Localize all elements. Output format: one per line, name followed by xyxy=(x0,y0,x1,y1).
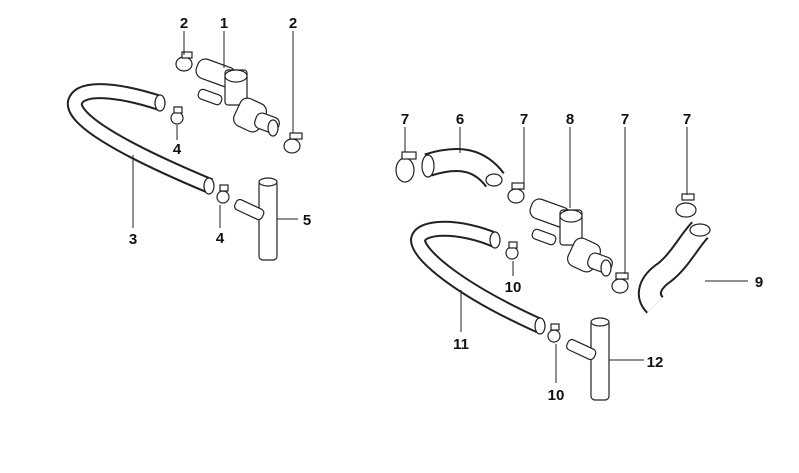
label-11: 11 xyxy=(453,336,469,353)
label-7: 7 xyxy=(401,111,409,128)
hose-6 xyxy=(421,148,505,188)
clamp-7-d xyxy=(675,193,697,218)
clamp-2-left xyxy=(175,51,193,72)
hose-3 xyxy=(66,83,215,195)
hose-11 xyxy=(410,220,546,335)
clamp-10-upper xyxy=(505,241,519,260)
clamp-2-right xyxy=(283,132,303,154)
label-7: 7 xyxy=(621,111,629,128)
label-2: 2 xyxy=(289,15,297,32)
label-6: 6 xyxy=(456,111,464,128)
tee-12 xyxy=(566,317,610,401)
label-5: 5 xyxy=(303,212,311,229)
label-7: 7 xyxy=(520,111,528,128)
label-2: 2 xyxy=(180,15,188,32)
clamp-10-lower xyxy=(547,323,561,343)
label-1: 1 xyxy=(220,15,228,32)
label-10: 10 xyxy=(548,387,565,404)
clamp-7-c xyxy=(611,272,629,294)
clamp-7-a xyxy=(395,151,417,183)
label-4: 4 xyxy=(173,141,182,158)
label-7: 7 xyxy=(683,111,691,128)
label-9: 9 xyxy=(755,274,763,291)
clamp-4-lower xyxy=(216,184,230,204)
hose-9 xyxy=(637,221,711,314)
label-4: 4 xyxy=(216,230,225,247)
tee-5 xyxy=(234,177,278,261)
label-12: 12 xyxy=(647,354,664,371)
label-10: 10 xyxy=(505,279,522,296)
valve-1 xyxy=(195,58,280,137)
label-8: 8 xyxy=(566,111,574,128)
clamp-4-upper xyxy=(170,106,184,125)
label-3: 3 xyxy=(129,231,137,248)
clamp-7-b xyxy=(507,182,525,204)
valve-8 xyxy=(529,198,613,277)
